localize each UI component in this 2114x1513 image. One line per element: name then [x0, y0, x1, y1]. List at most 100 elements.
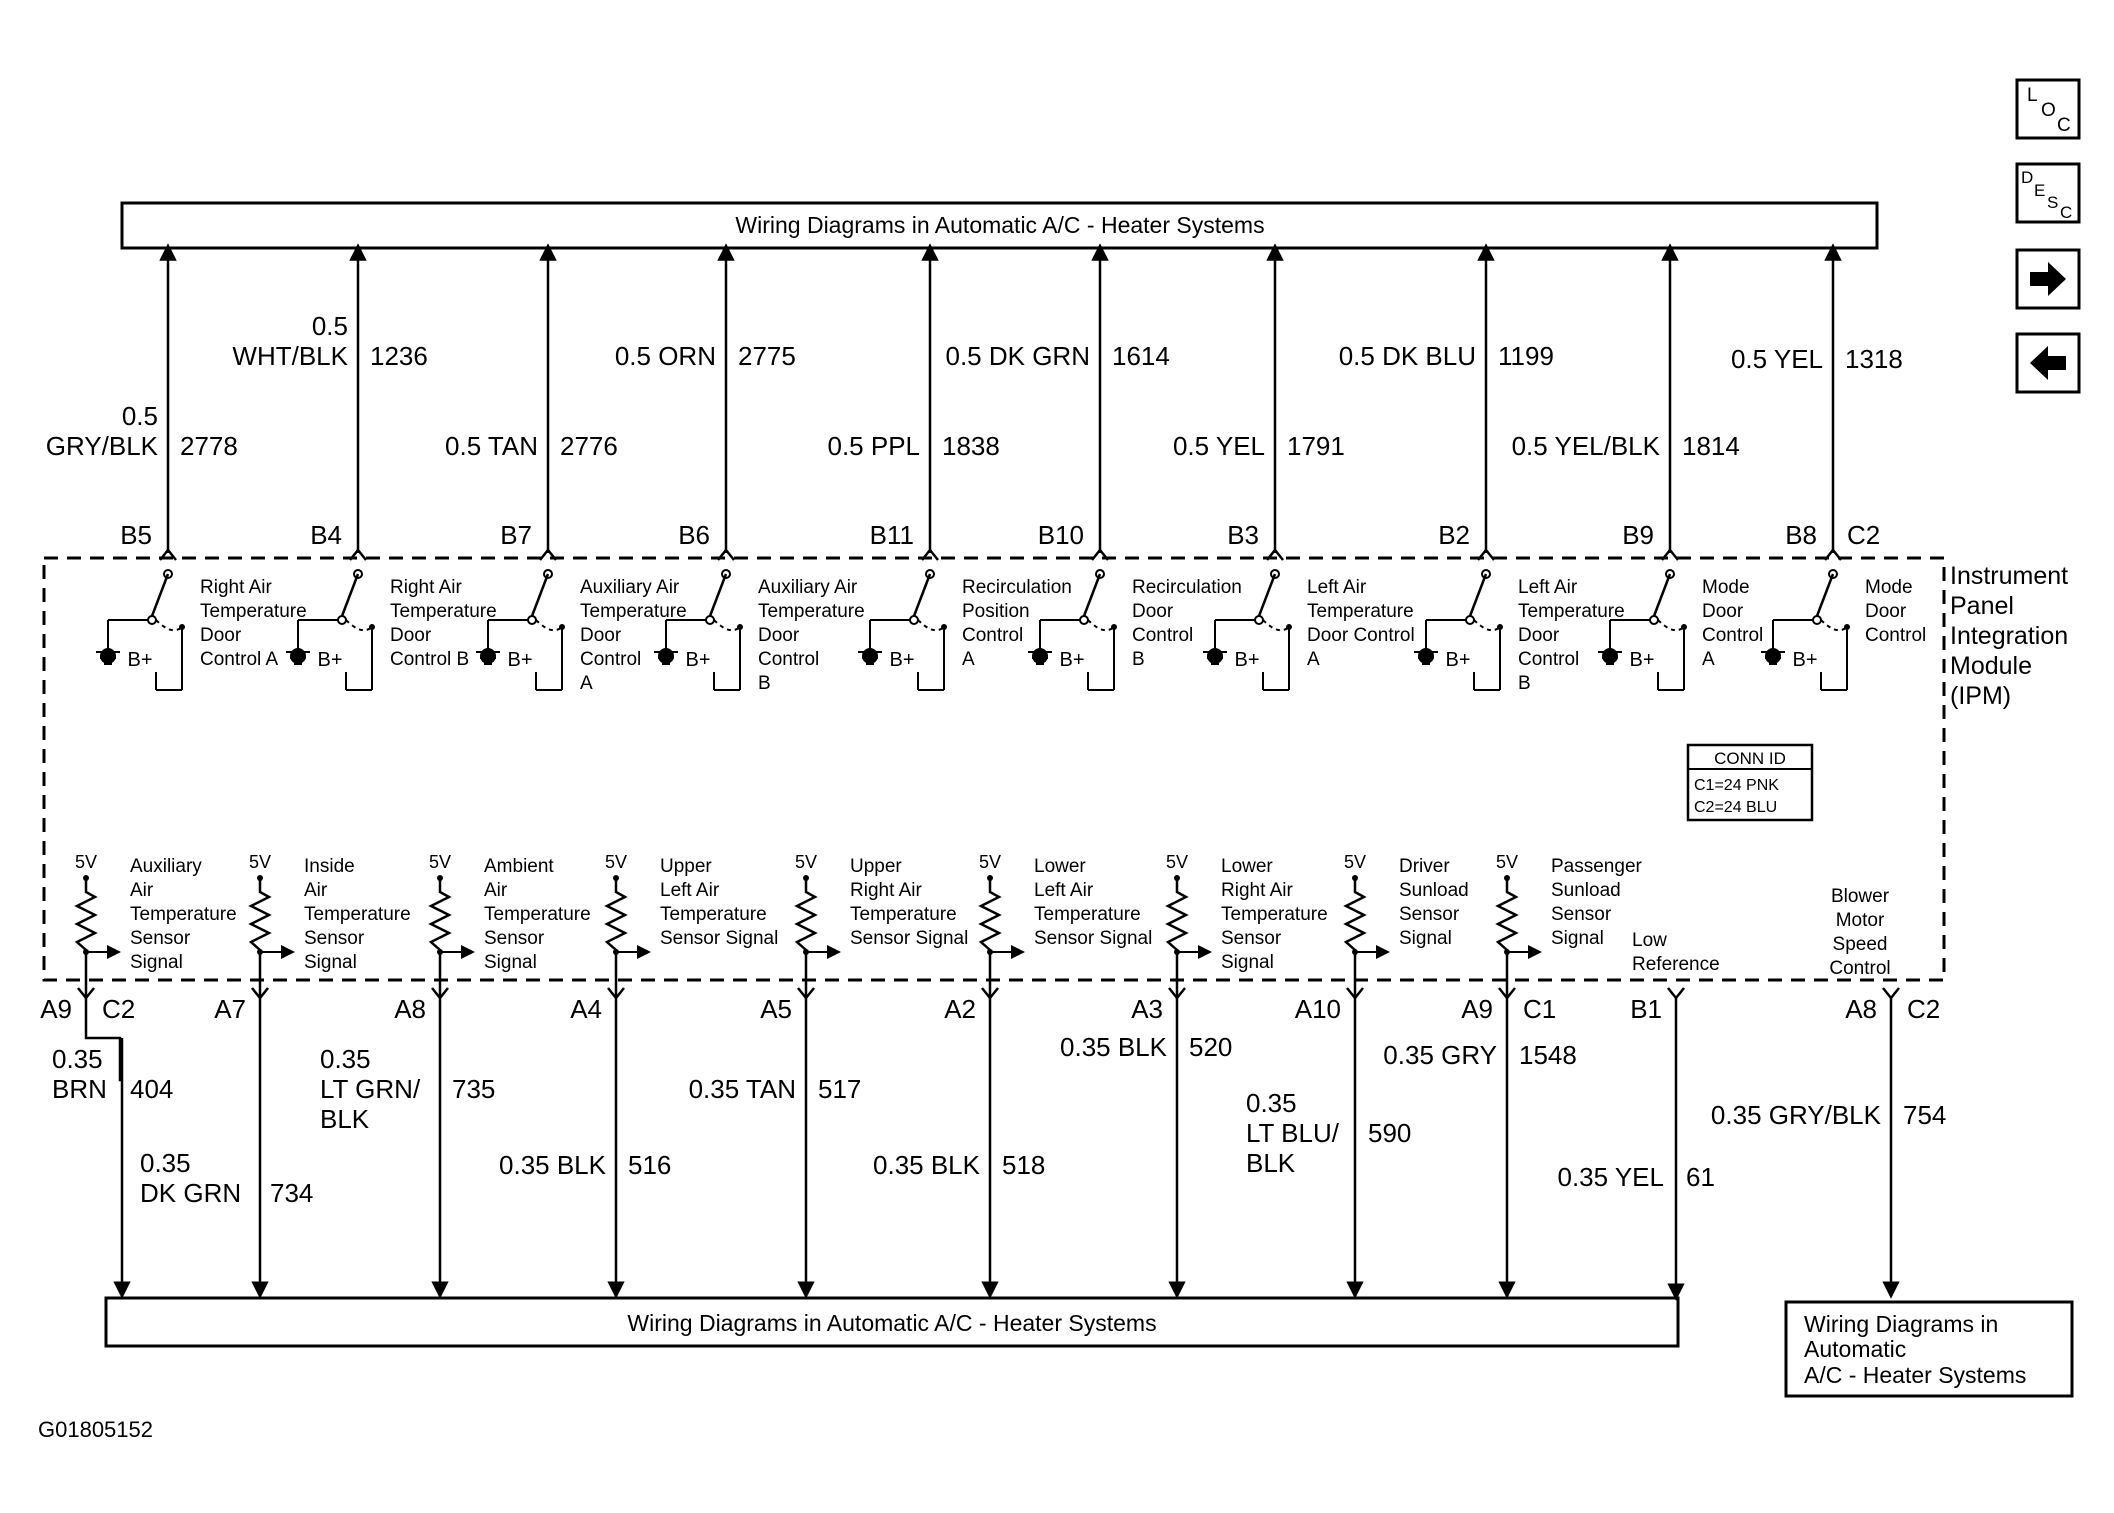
resistor-icon — [74, 878, 98, 964]
pin-label: A3 — [1131, 994, 1163, 1024]
component-label: Sensor Signal — [660, 928, 778, 949]
pin-label: B8 — [1785, 520, 1817, 550]
pin-label: A10 — [1295, 994, 1341, 1024]
wire[interactable] — [84, 998, 122, 1082]
component-label: Left Air — [1307, 577, 1367, 598]
component-label: Temperature — [580, 601, 687, 622]
ipm-label-line-5: (IPM) — [1950, 682, 2011, 710]
side-reference-box[interactable]: Wiring Diagrams in Automatic A/C - Heate… — [1784, 1300, 2074, 1398]
component-label: Control — [1132, 625, 1193, 646]
desc-letter-s: S — [2047, 193, 2058, 212]
ground-terminal-icon — [658, 648, 674, 664]
conn-id-table: CONN ID C1=24 PNK C2=24 BLU — [1686, 743, 1814, 822]
component-label: Temperature — [1034, 904, 1141, 925]
ground-terminal-icon — [1032, 648, 1048, 664]
component-label: Low — [1632, 930, 1667, 951]
ipm-label-line-3: Integration — [1950, 622, 2068, 650]
bottom-reference-label: Wiring Diagrams in Automatic A/C - Heate… — [627, 1310, 1156, 1336]
wire-color-label: 0.35 BLK — [1060, 1032, 1168, 1062]
battery-positive-label: B+ — [889, 649, 914, 671]
wire-color-label: 0.5 — [312, 311, 348, 341]
next-arrow-button[interactable] — [2015, 248, 2081, 310]
ipm-module-label: Instrument Panel Integration Module (IPM… — [1950, 562, 2068, 710]
desc-button[interactable]: D E S C — [2015, 162, 2081, 224]
component-label: Control — [1702, 625, 1763, 646]
pin-label: B1 — [1630, 994, 1662, 1024]
resistor-icon — [1343, 878, 1367, 964]
component-label: Temperature — [484, 904, 591, 925]
side-reference-line-1: Wiring Diagrams in — [1804, 1311, 1998, 1337]
battery-positive-label: B+ — [1234, 649, 1259, 671]
circuit-number: 2775 — [738, 341, 796, 371]
component-label: Sunload — [1551, 880, 1621, 901]
component-label: Sensor — [1399, 904, 1460, 925]
bottom-reference-box[interactable]: Wiring Diagrams in Automatic A/C - Heate… — [104, 1296, 1680, 1348]
circuit-number: 517 — [818, 1074, 861, 1104]
ipm-label-line-2: Panel — [1950, 592, 2014, 620]
switch-contact-icon — [1270, 569, 1280, 579]
component-label: Door — [1132, 601, 1174, 622]
component-label: Signal — [304, 952, 357, 973]
ground-terminal-icon — [862, 648, 878, 664]
right-arrow-icon — [2030, 262, 2066, 296]
loc-button[interactable]: L O C — [2015, 78, 2081, 140]
component-label: Right Air — [1221, 880, 1293, 901]
figure-id: G01805152 — [38, 1417, 153, 1442]
connector-label: C1 — [1523, 994, 1556, 1024]
component-label: Control — [758, 649, 819, 670]
battery-positive-label: B+ — [1445, 649, 1470, 671]
component-label: Inside — [304, 856, 355, 877]
connector-chevron-icon — [1091, 547, 1109, 561]
ipm-label-line-1: Instrument — [1950, 562, 2068, 590]
pin-label: A5 — [760, 994, 792, 1024]
switch-blade — [708, 573, 728, 617]
component-label: Temperature — [200, 601, 307, 622]
wire-color-label: 0.35 — [140, 1148, 191, 1178]
switch-contact-icon — [1828, 569, 1838, 579]
component-label: Motor — [1836, 910, 1885, 931]
component-label: Mode — [1702, 577, 1750, 598]
component-label: Temperature — [1307, 601, 1414, 622]
component-label: Recirculation — [962, 577, 1072, 598]
wire-color-label: 0.35 GRY/BLK — [1711, 1100, 1882, 1130]
component-label: Blower — [1831, 886, 1890, 907]
circuit-number: 516 — [628, 1150, 671, 1180]
component-label: Signal — [130, 952, 183, 973]
prev-arrow-button[interactable] — [2015, 332, 2081, 394]
component-label: Upper — [660, 856, 712, 877]
component-label: B — [1518, 673, 1531, 694]
component-label: Control A — [200, 649, 278, 670]
top-reference-box[interactable]: Wiring Diagrams in Automatic A/C - Heate… — [120, 201, 1879, 250]
component-label: Upper — [850, 856, 902, 877]
circuit-number: 734 — [270, 1178, 313, 1208]
switch-contact-icon — [721, 569, 731, 579]
top-reference-label: Wiring Diagrams in Automatic A/C - Heate… — [735, 212, 1264, 238]
switch-link — [535, 619, 563, 632]
switch-contact-icon — [163, 569, 173, 579]
component-label: Temperature — [660, 904, 767, 925]
component-label: Door — [390, 625, 432, 646]
component-label: Sunload — [1399, 880, 1469, 901]
component-label: Speed — [1833, 934, 1888, 955]
